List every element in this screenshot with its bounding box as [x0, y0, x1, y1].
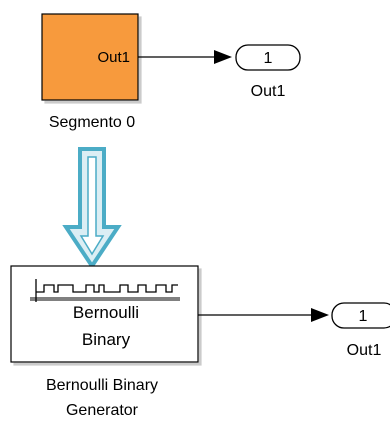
signal-line-top[interactable]	[138, 50, 232, 64]
bernoulli-block-text-line1: Bernoulli	[73, 303, 139, 322]
outport-block-bottom[interactable]: 1	[331, 302, 390, 329]
subsystem-block-body[interactable]	[41, 13, 139, 101]
signal-line-bottom[interactable]	[198, 308, 329, 322]
bernoulli-block-name-line1[interactable]: Bernoulli Binary	[46, 377, 158, 394]
signal-arrowhead-top	[214, 50, 232, 64]
outport-top-number: 1	[264, 50, 273, 67]
subsystem-block-name[interactable]: Segmento 0	[49, 114, 135, 131]
bernoulli-binary-generator-block[interactable]: Bernoulli Binary	[10, 265, 199, 363]
outport-bottom-number: 1	[359, 308, 368, 325]
signal-arrowhead-bottom	[311, 308, 329, 322]
down-arrow-icon	[62, 147, 122, 270]
pulse-train-icon	[30, 279, 180, 302]
outport-top-body[interactable]	[235, 44, 301, 71]
outport-block-top[interactable]: 1	[235, 44, 301, 71]
bernoulli-block-name-line2[interactable]: Generator	[66, 402, 139, 419]
subsystem-block-segmento-0[interactable]: Out1	[41, 13, 139, 101]
outport-bottom-body[interactable]	[331, 302, 390, 329]
bernoulli-block-text-line2: Binary	[82, 330, 131, 349]
bernoulli-block-body[interactable]	[10, 265, 199, 363]
outport-top-name[interactable]: Out1	[251, 83, 286, 100]
outport-bottom-name[interactable]: Out1	[347, 342, 382, 359]
subsystem-port-label: Out1	[97, 49, 130, 66]
